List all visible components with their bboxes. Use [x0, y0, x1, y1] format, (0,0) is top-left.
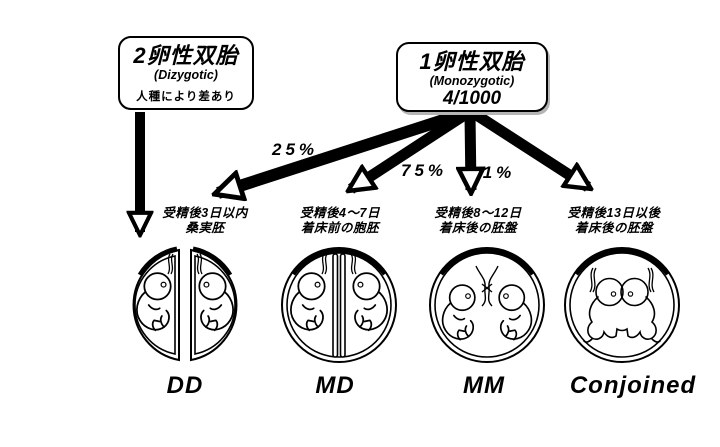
placenta-rim-icon: [137, 246, 178, 277]
stage-md-structure: 着床前の胞胚: [300, 221, 379, 235]
entangled-cords-icon: [475, 265, 499, 307]
percent-mm-label: 1%: [482, 163, 516, 182]
stage-conjoined-timing: 受精後13日以後: [567, 206, 661, 220]
percent-dd-label: 25%: [271, 140, 319, 159]
arrow-monozygotic-to-conjoined: [472, 109, 588, 187]
fetus-icon: [136, 272, 172, 332]
dividing-membrane-icon: [332, 253, 346, 358]
fetus-icon: [498, 284, 533, 341]
stage-dd-timing: 受精後3日以内: [162, 206, 248, 220]
dizygotic-note: 人種により差あり: [136, 91, 236, 103]
umbilical-cord-icon: [589, 267, 655, 293]
dizygotic-title: 2卵性双胎: [133, 43, 239, 68]
stage-conjoined-structure: 着床後の胚盤: [574, 221, 653, 235]
placenta-rim-icon: [192, 246, 233, 277]
placenta-rim-icon: [576, 251, 668, 274]
result-label-mm: MM: [463, 372, 505, 399]
stage-mm-timing: 受精後8〜12日: [434, 206, 522, 220]
dd-sac-illustration: [132, 246, 238, 362]
result-label-conjoined: Conjoined: [569, 372, 697, 399]
mm-sac-illustration: [429, 247, 545, 363]
monozygotic-title: 1卵性双胎: [419, 49, 525, 74]
stage-dd-caption: 受精後3日以内 桑実胚: [130, 206, 280, 236]
percent-md-label: 75%: [400, 161, 448, 180]
stage-md-timing: 受精後4〜7日: [300, 206, 380, 220]
result-label-dd: DD: [166, 372, 204, 399]
placenta-rim-icon: [441, 251, 533, 274]
placenta-rim-icon: [293, 251, 385, 274]
dizygotic-subtitle: (Dizygotic): [154, 68, 218, 82]
dizygotic-box: 2卵性双胎 (Dizygotic) 人種により差あり: [118, 36, 254, 110]
monozygotic-rate: 4/1000: [442, 88, 502, 109]
stage-mm-structure: 着床後の胚盤: [438, 221, 517, 235]
stage-md-caption: 受精後4〜7日 着床前の胞胚: [265, 206, 415, 236]
arrow-monozygotic-to-dd: [218, 108, 464, 193]
monozygotic-subtitle: (Monozygotic): [429, 74, 515, 88]
arrow-monozygotic-to-md: [351, 109, 470, 189]
fetus-icon: [441, 284, 476, 341]
dd-membranes-icon: [132, 248, 238, 362]
monozygotic-box: 1卵性双胎 (Monozygotic) 4/1000: [396, 42, 548, 112]
stage-mm-caption: 受精後8〜12日 着床後の胚盤: [403, 206, 553, 236]
stage-dd-structure: 桑実胚: [185, 221, 225, 235]
fetus-icon: [198, 272, 234, 332]
conjoined-sac-illustration: [564, 247, 680, 363]
umbilical-cord-icon: [167, 253, 203, 275]
stage-conjoined-caption: 受精後13日以後 着床後の胚盤: [539, 206, 689, 236]
conjoined-twins-icon: [583, 277, 661, 343]
fetus-icon: [352, 272, 388, 332]
umbilical-cord-icon: [321, 253, 357, 275]
fetus-icon: [290, 272, 326, 332]
md-sac-illustration: [281, 247, 397, 363]
arrow-monozygotic-to-mm: [470, 113, 471, 190]
result-label-md: MD: [315, 372, 355, 399]
